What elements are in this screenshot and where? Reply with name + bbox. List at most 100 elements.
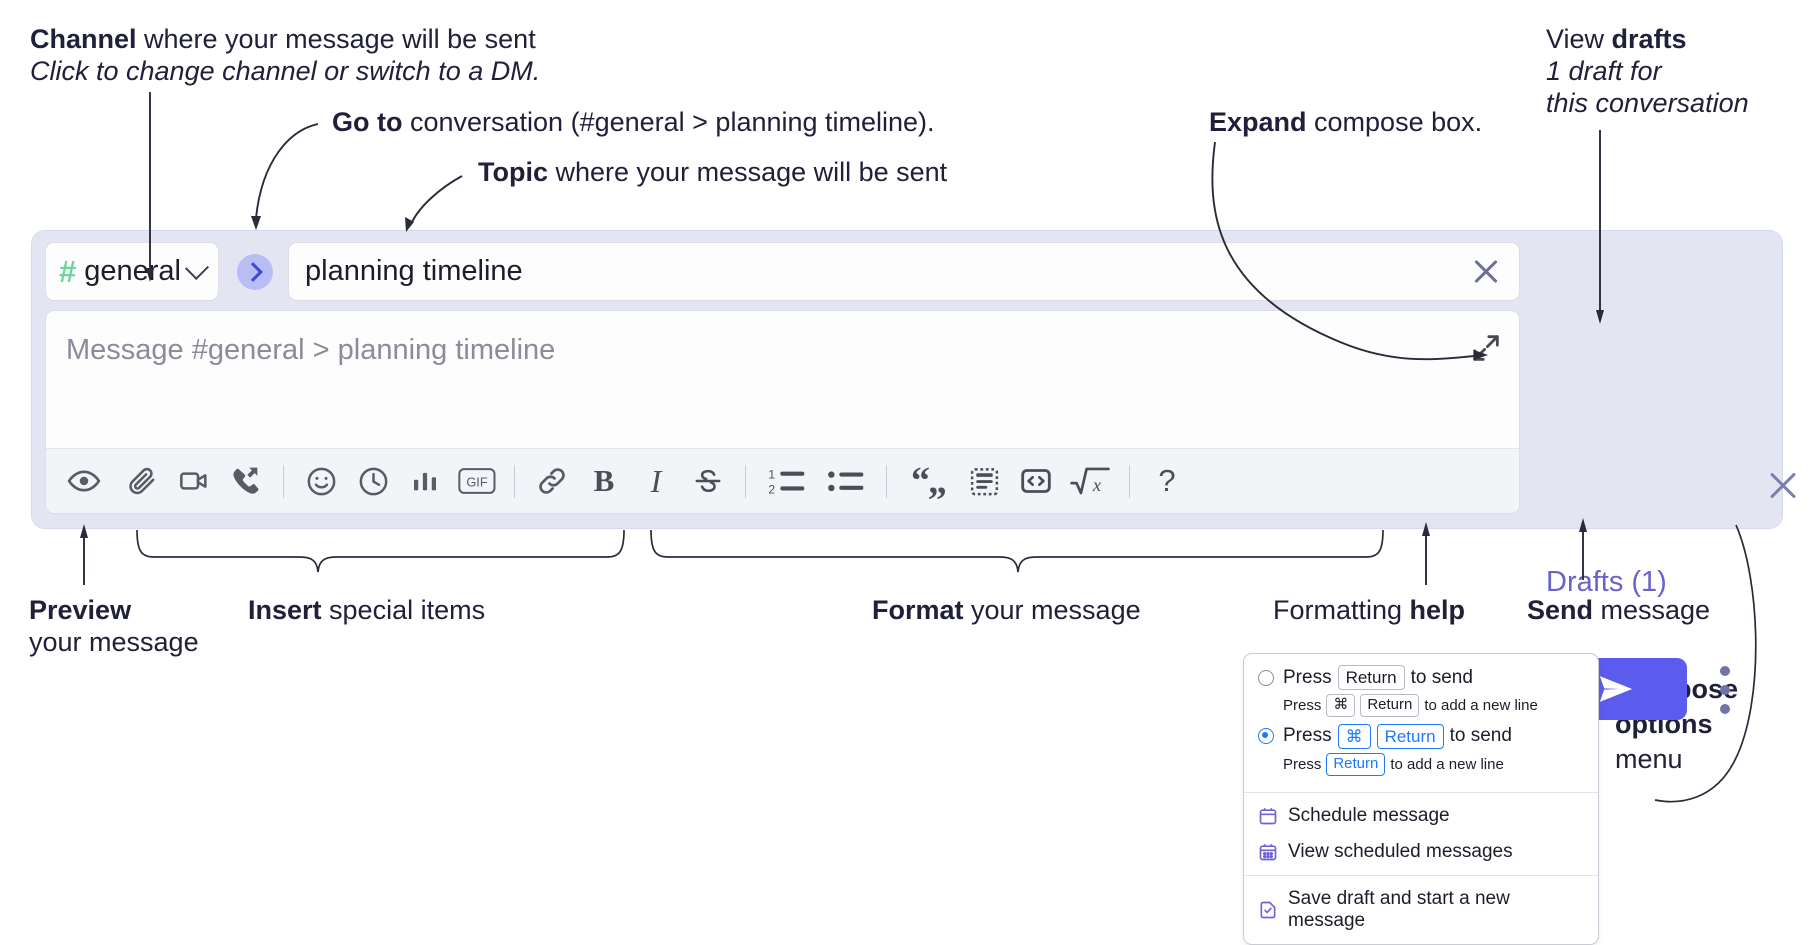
svg-text:2: 2 [768, 483, 775, 497]
message-placeholder: Message #general > planning timeline [66, 334, 556, 366]
radio-main-post: to send [1449, 725, 1512, 747]
bulleted-list-icon[interactable] [817, 455, 875, 507]
radio-option-cmd-return[interactable]: Press ⌘ Return to send [1244, 723, 1598, 749]
radio-main-pre: Press [1283, 666, 1332, 688]
radio-button-selected[interactable] [1258, 728, 1274, 745]
annotation-insert-rest: special items [321, 595, 486, 625]
schedule-group: Schedule message View scheduled messages [1244, 793, 1598, 875]
kebab-dot [1720, 685, 1730, 695]
menu-divider [1244, 791, 1598, 793]
compose-widget: # general planning timeline Message #gen… [31, 230, 1783, 720]
annotation-expand-bold: Expand [1209, 107, 1307, 137]
annotation-expand-rest: compose box. [1306, 107, 1483, 137]
annotation-goto: Go to conversation (#general > planning … [332, 107, 935, 139]
bar-chart-icon[interactable] [399, 455, 451, 507]
close-compose-icon[interactable] [1765, 468, 1801, 504]
key-return: Return [1326, 752, 1386, 776]
annotation-format: Format your message [872, 595, 1141, 627]
inline-code-icon[interactable] [1010, 455, 1062, 507]
radio-main-post: to send [1410, 666, 1473, 688]
key-return: Return [1360, 694, 1420, 717]
sub-pre: Press [1283, 696, 1322, 714]
calendar-clock-icon [1258, 806, 1278, 826]
annotation-compose-rest: menu [1615, 744, 1683, 775]
annotation-format-rest: your message [963, 595, 1141, 625]
expand-icon[interactable] [1469, 331, 1503, 365]
italic-icon[interactable]: I [650, 462, 662, 499]
phone-forward-icon[interactable] [220, 455, 272, 507]
link-icon[interactable] [526, 455, 578, 507]
gif-icon[interactable]: GIF [451, 455, 503, 507]
radio-option-return[interactable]: Press Return to send [1244, 664, 1598, 691]
annotation-insert-bold: Insert [248, 595, 322, 625]
message-input-area[interactable]: Message #general > planning timeline [45, 310, 1520, 514]
toolbar-separator [514, 464, 515, 498]
annotation-insert: Insert special items [248, 595, 485, 627]
strikethrough-icon[interactable] [682, 455, 734, 507]
annotation-channel-bold: Channel [30, 24, 137, 54]
annotation-drafts-italic2: this conversation [1546, 87, 1749, 118]
radio-label: Press ⌘ Return to send [1283, 723, 1512, 749]
radio-button[interactable] [1258, 669, 1274, 686]
annotation-expand: Expand compose box. [1209, 107, 1482, 139]
drafts-link[interactable]: Drafts (1) [1546, 566, 1667, 598]
blockquote-icon[interactable]: “„ [911, 459, 947, 502]
radio-label: Press Return to send [1283, 664, 1473, 691]
chevron-right-icon [243, 262, 263, 282]
menu-item-save-draft[interactable]: Save draft and start a new message [1244, 881, 1598, 939]
save-draft-icon [1258, 900, 1278, 920]
compose-main-column: # general planning timeline Message #gen… [45, 242, 1520, 514]
menu-item-label: Save draft and start a new message [1288, 887, 1510, 931]
brace-insert [136, 529, 625, 573]
help-icon[interactable]: ? [1158, 463, 1176, 498]
key-command: ⌘ [1337, 723, 1371, 749]
calendar-grid-icon [1258, 842, 1278, 862]
menu-item-label: Schedule message [1288, 804, 1450, 826]
code-block-icon[interactable] [958, 455, 1010, 507]
annotation-goto-rest: conversation (#general > planning timeli… [402, 107, 935, 137]
annotation-channel-rest: where your message will be sent [136, 24, 536, 54]
svg-text:x: x [1092, 475, 1102, 495]
topic-input[interactable]: planning timeline [288, 242, 1520, 301]
topic-value: planning timeline [305, 255, 523, 287]
kebab-dot [1720, 704, 1730, 714]
menu-item-view-scheduled[interactable]: View scheduled messages [1244, 834, 1598, 870]
math-icon[interactable]: x [1062, 455, 1118, 507]
annotation-help-pre: Formatting [1273, 595, 1410, 625]
channel-selector[interactable]: # general [45, 242, 219, 301]
annotation-send: Send message [1527, 595, 1710, 627]
compose-options-menu: Press Return to send Press ⌘ Return to a… [1243, 653, 1599, 945]
ordered-list-icon[interactable]: 1 2 [757, 455, 817, 507]
radio-main-pre: Press [1283, 725, 1332, 747]
annotation-preview-rest: your message [29, 626, 199, 657]
svg-text:1: 1 [768, 467, 775, 481]
annotation-preview-bold: Preview [29, 595, 132, 625]
preview-icon[interactable] [58, 455, 110, 507]
emoji-icon[interactable] [295, 455, 347, 507]
annotation-topic-bold: Topic [478, 157, 548, 187]
clock-icon[interactable] [347, 455, 399, 507]
menu-item-label: View scheduled messages [1288, 840, 1513, 862]
radio-sub-return: Press ⌘ Return to add a new line [1244, 690, 1598, 724]
compose-options-button[interactable] [1718, 666, 1732, 714]
video-camera-icon[interactable] [168, 455, 220, 507]
annotation-preview: Preview your message [29, 595, 199, 659]
toolbar-separator [283, 464, 284, 498]
topic-clear-icon[interactable] [1469, 255, 1503, 289]
sub-post: to add a new line [1424, 696, 1538, 714]
hash-icon: # [59, 254, 77, 289]
sub-pre: Press [1283, 755, 1322, 773]
attachment-icon[interactable] [116, 455, 168, 507]
annotation-channel-italic: Click to change channel or switch to a D… [30, 55, 541, 86]
annotation-drafts-pre: View [1546, 24, 1612, 54]
annotation-topic-rest: where your message will be sent [548, 157, 948, 187]
toolbar-separator [1129, 464, 1130, 498]
annotation-drafts: View drafts 1 draft for this conversatio… [1546, 24, 1749, 120]
bold-icon[interactable]: B [593, 463, 615, 498]
menu-item-schedule-message[interactable]: Schedule message [1244, 798, 1598, 834]
toolbar-separator [745, 464, 746, 498]
chevron-down-icon [184, 255, 210, 281]
send-paper-plane-icon [1599, 676, 1633, 702]
goto-conversation-button[interactable] [237, 254, 273, 290]
leader-topic [411, 175, 463, 223]
